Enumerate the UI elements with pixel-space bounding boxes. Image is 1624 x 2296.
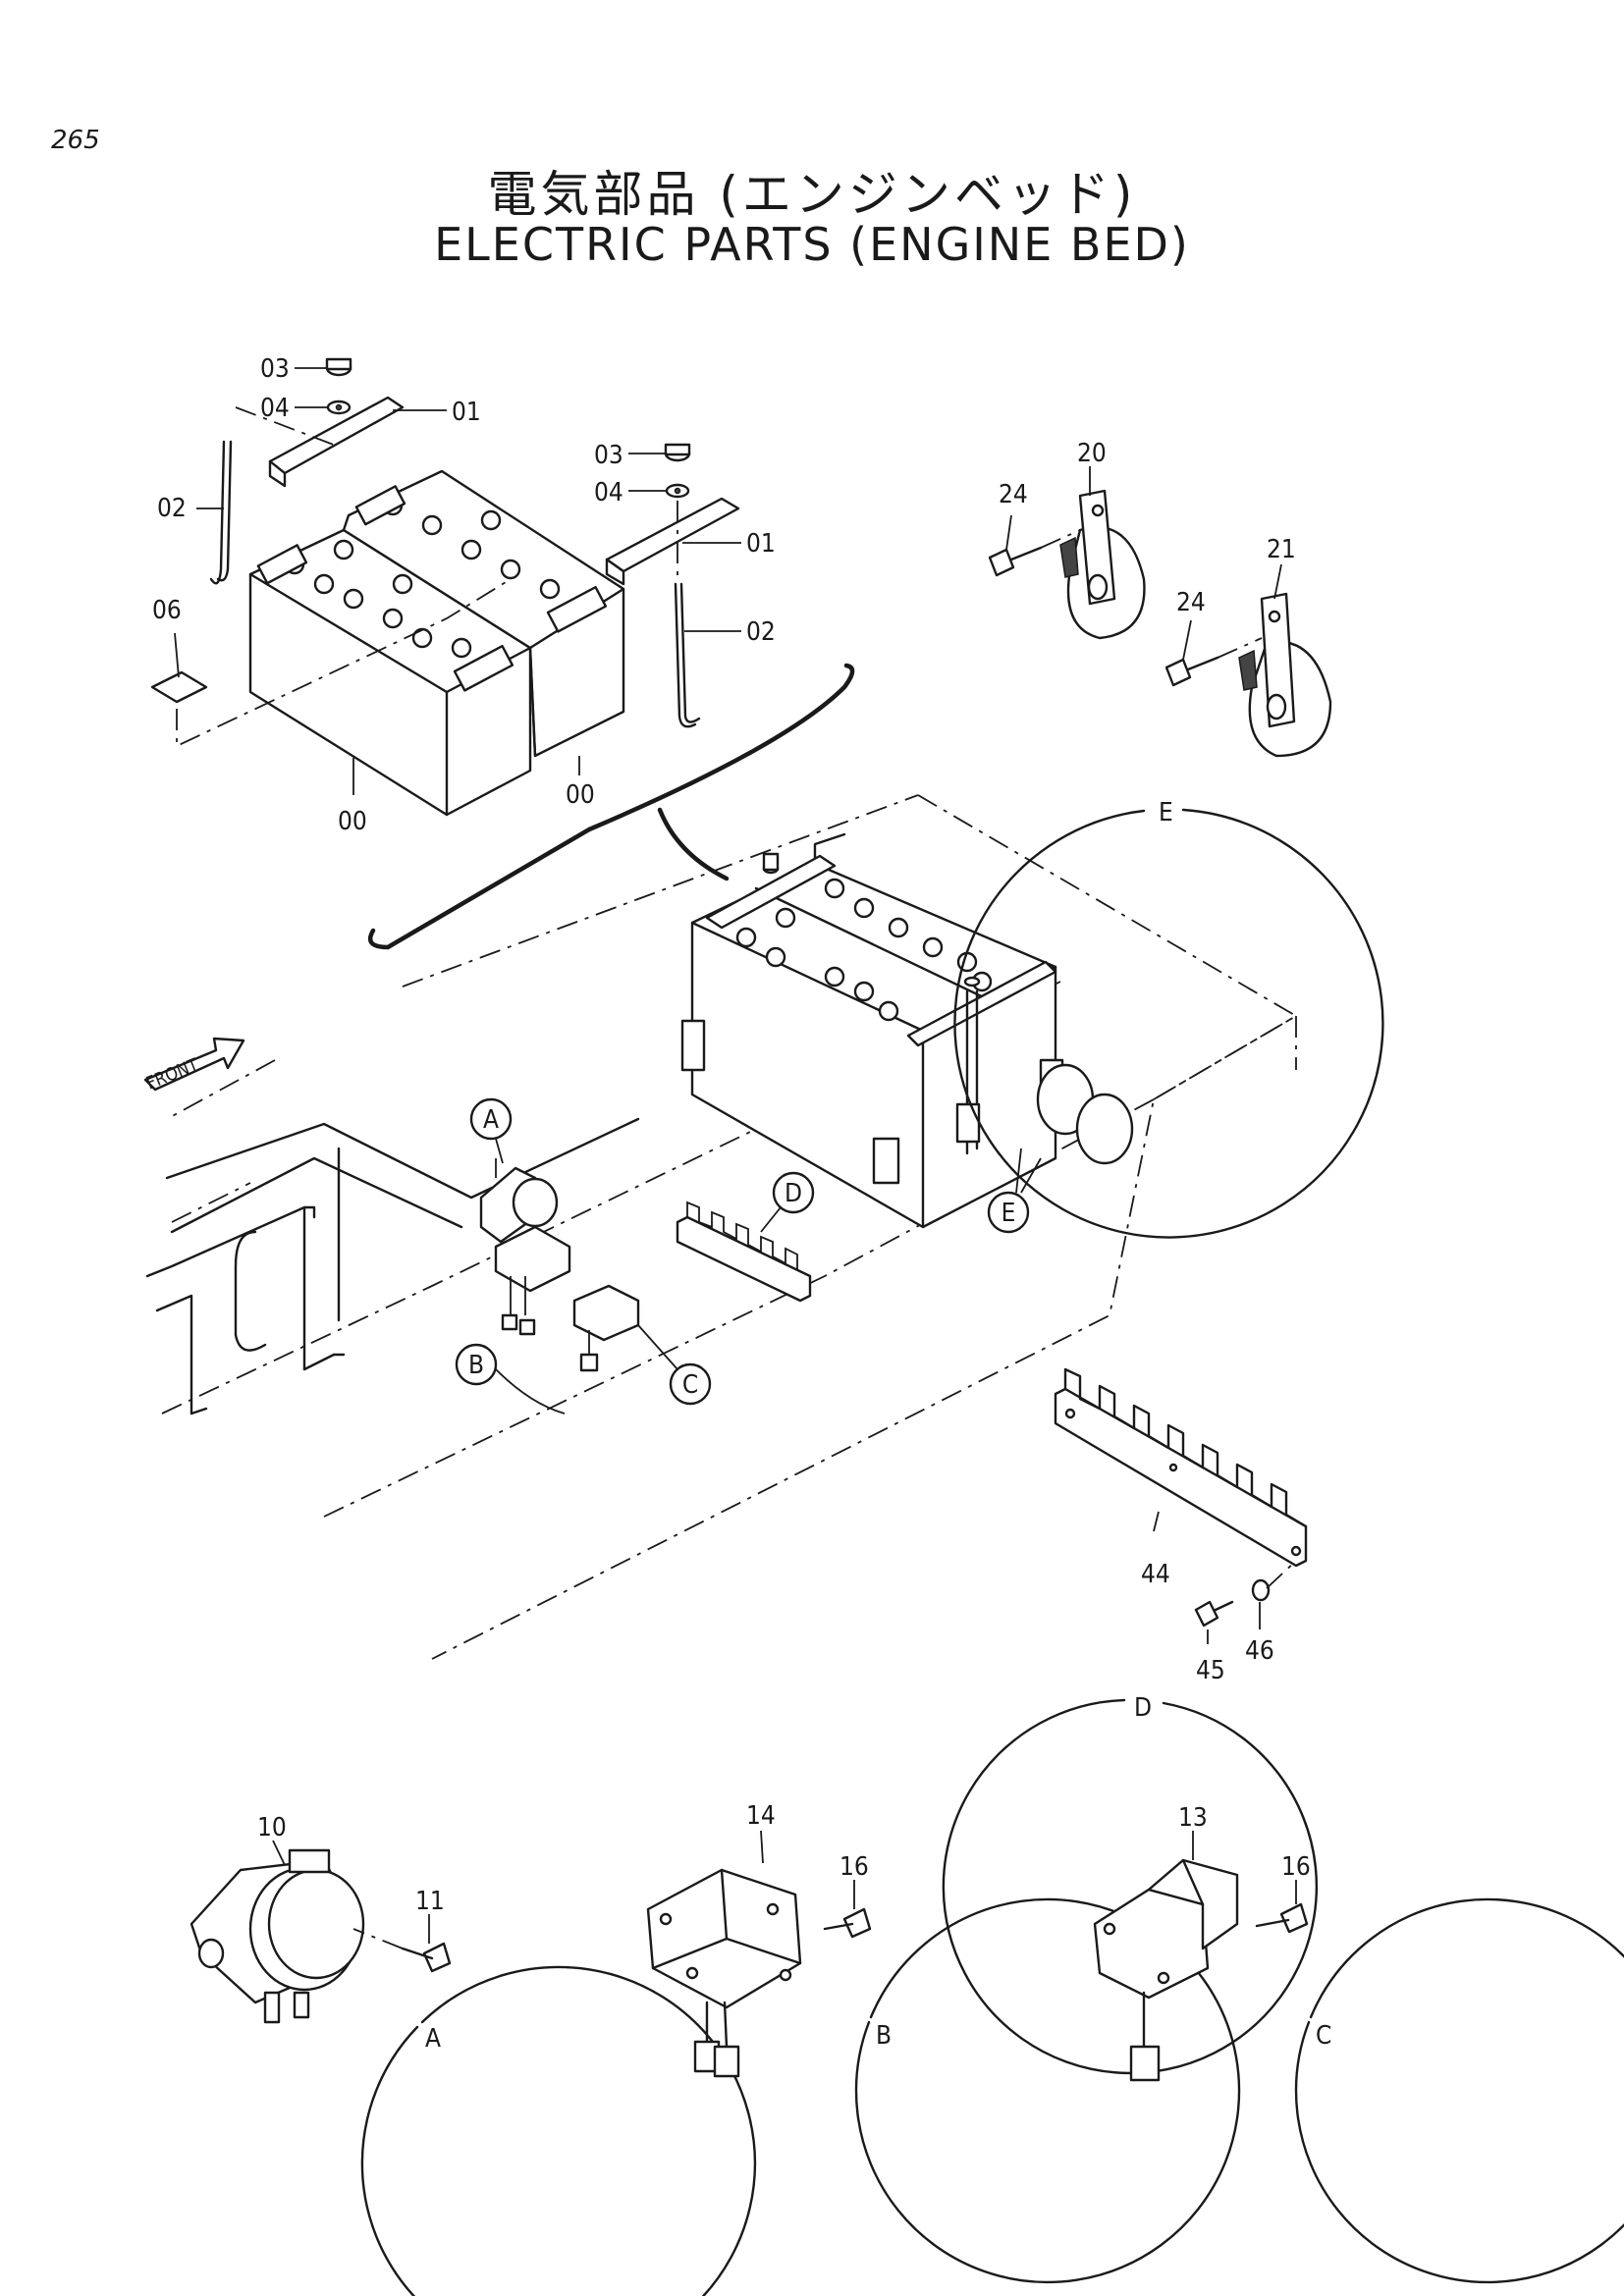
detail-c-letter: C — [1316, 2021, 1331, 2051]
battery-exploded-view — [150, 357, 855, 950]
callout-45: 45 — [1196, 1656, 1225, 1685]
callout-16-c: 16 — [1281, 1852, 1311, 1882]
callout-04-right: 04 — [594, 478, 623, 507]
detail-d-letter: D — [1134, 1693, 1152, 1723]
battery-holder-bars — [268, 396, 740, 586]
callout-10: 10 — [257, 1813, 287, 1842]
bolt-16-b — [823, 1907, 872, 1939]
callout-21: 21 — [1267, 535, 1296, 564]
battery-right-illustration — [342, 469, 625, 758]
callout-leaders — [174, 367, 741, 795]
page-title-english: ELECTRIC PARTS (ENGINE BED) — [434, 218, 1190, 271]
detail-markers: A B C D E — [455, 1097, 1042, 1415]
marker-e: E — [987, 1148, 1042, 1234]
bolt-24-lower — [1164, 637, 1263, 687]
marker-b: B — [455, 1343, 566, 1415]
callout-24-upper: 24 — [999, 480, 1028, 509]
assembly-leader — [657, 807, 730, 881]
callout-01-left: 01 — [452, 398, 481, 427]
svg-text:B: B — [468, 1351, 484, 1380]
svg-text:E: E — [1001, 1199, 1016, 1228]
bolt-16-c — [1255, 1902, 1309, 1934]
callout-02-left: 02 — [157, 494, 187, 523]
page-title-japanese: 電気部品 (エンジンベッド) — [487, 166, 1137, 223]
battery-rods — [209, 440, 701, 728]
callout-46: 46 — [1245, 1636, 1274, 1666]
callout-44: 44 — [1141, 1560, 1170, 1589]
marker-d: D — [760, 1171, 815, 1233]
bolt-24-upper — [988, 529, 1081, 577]
mounted-batteries — [680, 832, 1064, 1229]
washer-46 — [1251, 1578, 1271, 1602]
nuts-washers — [325, 357, 691, 499]
detail-c-circle: C 13 16 — [1093, 1803, 1624, 2284]
callout-00-left: 00 — [338, 807, 367, 836]
callout-13: 13 — [1178, 1803, 1208, 1833]
callout-01-right: 01 — [746, 529, 776, 559]
relay-a-assembly — [479, 1158, 559, 1244]
callout-24-lower: 24 — [1176, 588, 1206, 617]
callout-03-left: 03 — [260, 354, 290, 384]
marker-a: A — [469, 1097, 513, 1164]
marker-c: C — [637, 1324, 712, 1406]
callout-16-b: 16 — [839, 1852, 869, 1882]
callout-14: 14 — [746, 1801, 776, 1831]
svg-text:D: D — [785, 1179, 802, 1208]
callout-11: 11 — [415, 1887, 445, 1916]
detail-e-letter: E — [1159, 798, 1173, 828]
svg-text:C: C — [682, 1370, 698, 1400]
label-plate — [150, 670, 208, 704]
detail-a-circle: A 10 11 — [189, 1813, 757, 2296]
callout-04-left: 04 — [260, 394, 290, 423]
unit-c-assembly — [572, 1284, 640, 1372]
plate-d-assembly — [676, 1201, 812, 1303]
assembly-bracket — [367, 663, 855, 950]
page-number: 265 — [51, 126, 100, 155]
detail-d-circle: D 44 45 46 — [942, 1367, 1319, 2075]
bolt-45 — [1194, 1600, 1234, 1628]
battery-callout-labels: 03 04 01 02 03 04 01 02 06 00 00 — [152, 354, 776, 836]
detail-a-letter: A — [425, 2024, 441, 2054]
bolt-11 — [352, 1928, 452, 1973]
front-label: FRONT — [143, 1054, 201, 1094]
callout-03-right: 03 — [594, 441, 623, 470]
detail-e-circle: E 20 24 21 24 — [953, 439, 1384, 1239]
detail-b-letter: B — [876, 2021, 892, 2051]
callout-02-right: 02 — [746, 617, 776, 647]
horns-assembly — [955, 1063, 1134, 1165]
callout-06: 06 — [152, 596, 182, 625]
svg-text:A: A — [483, 1105, 499, 1135]
unit-b-assembly — [494, 1225, 571, 1336]
callout-00-right: 00 — [566, 780, 595, 810]
detail-b-circle: B 14 16 — [646, 1801, 1241, 2284]
callout-20: 20 — [1077, 439, 1107, 468]
